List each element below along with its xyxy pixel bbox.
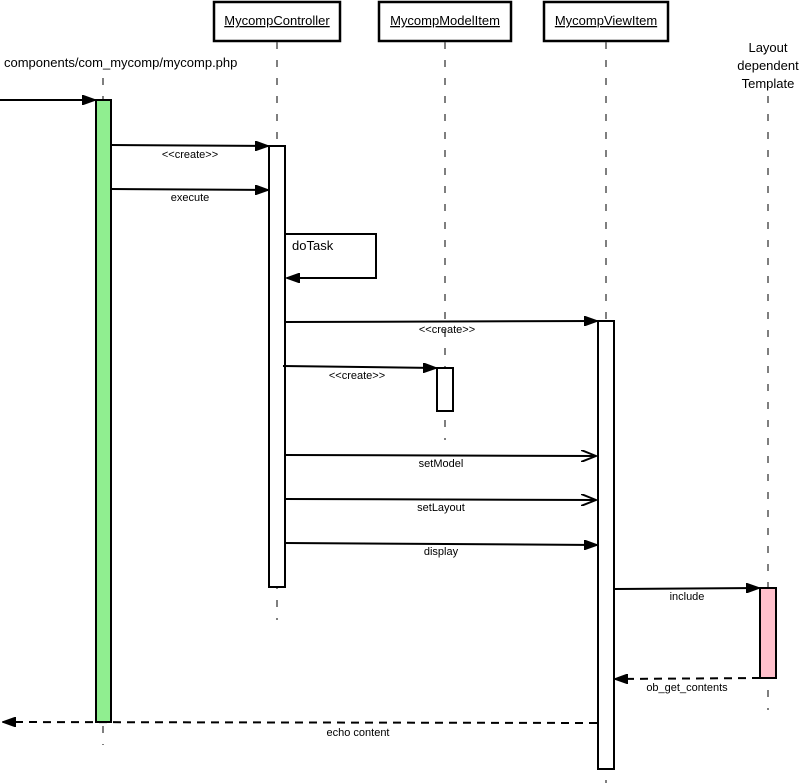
message-label-ob-get-contents: ob_get_contents bbox=[646, 682, 728, 694]
participant-label-template-line-1: Layout bbox=[748, 40, 787, 55]
participant-label-model: MycompModelItem bbox=[390, 13, 500, 28]
message-arrow-create-controller bbox=[110, 145, 268, 146]
message-execute: execute bbox=[110, 189, 268, 204]
participant-view[interactable]: MycompViewItem bbox=[542, 0, 670, 43]
message-label-echo-content: echo content bbox=[327, 727, 390, 739]
message-echo-content: echo content bbox=[3, 722, 598, 739]
message-arrow-setModel bbox=[284, 455, 596, 456]
message-create-model: <<create>> bbox=[282, 366, 436, 382]
message-create-view: <<create>> bbox=[284, 321, 597, 336]
message-arrow-include bbox=[613, 588, 759, 589]
message-label-execute: execute bbox=[171, 192, 210, 204]
message-setLayout: setLayout bbox=[284, 499, 596, 514]
message-arrow-create-view bbox=[284, 321, 597, 322]
message-arrow-execute bbox=[110, 189, 268, 190]
message-ob-get-contents: ob_get_contents bbox=[615, 678, 761, 694]
participant-label-view: MycompViewItem bbox=[555, 13, 657, 28]
activation-bar-entry bbox=[95, 99, 112, 723]
participant-box-view[interactable] bbox=[542, 0, 670, 43]
message-doTask: doTask bbox=[285, 233, 377, 278]
message-include: include bbox=[613, 588, 759, 603]
participant-box-controller[interactable] bbox=[212, 0, 342, 43]
message-create-controller: <<create>> bbox=[110, 145, 268, 161]
message-setModel: setModel bbox=[284, 455, 596, 470]
message-label-create-model: <<create>> bbox=[329, 370, 385, 382]
participant-label-entry: components/com_mycomp/mycomp.php bbox=[4, 55, 237, 70]
message-label-create-controller: <<create>> bbox=[162, 149, 218, 161]
participant-entry: components/com_mycomp/mycomp.php bbox=[4, 55, 237, 70]
message-label-include: include bbox=[670, 591, 705, 603]
message-display: display bbox=[284, 543, 597, 558]
message-arrow-ob-get-contents bbox=[615, 678, 761, 679]
activation-bar-model bbox=[436, 367, 454, 412]
message-arrow-display bbox=[284, 543, 597, 545]
participant-box-model[interactable] bbox=[377, 0, 513, 43]
participant-label-template-line-3: Template bbox=[742, 76, 795, 91]
participant-label-controller: MycompController bbox=[224, 13, 330, 28]
message-arrow-doTask bbox=[285, 233, 377, 278]
activation-bar-view bbox=[597, 320, 615, 770]
message-label-setModel: setModel bbox=[419, 458, 464, 470]
message-label-doTask: doTask bbox=[292, 238, 334, 253]
participant-controller[interactable]: MycompController bbox=[212, 0, 342, 43]
participant-label-template-line-2: dependent bbox=[737, 58, 799, 73]
message-label-display: display bbox=[424, 546, 459, 558]
message-label-setLayout: setLayout bbox=[417, 502, 465, 514]
message-arrow-echo-content bbox=[3, 722, 598, 723]
message-arrow-create-model bbox=[282, 366, 436, 368]
activation-bar-template bbox=[759, 587, 777, 679]
message-arrow-setLayout bbox=[284, 499, 596, 500]
participant-template: Layout dependent Template bbox=[737, 40, 799, 91]
participant-model[interactable]: MycompModelItem bbox=[377, 0, 513, 43]
activation-bar-controller bbox=[268, 145, 286, 588]
message-label-create-view: <<create>> bbox=[419, 324, 475, 336]
